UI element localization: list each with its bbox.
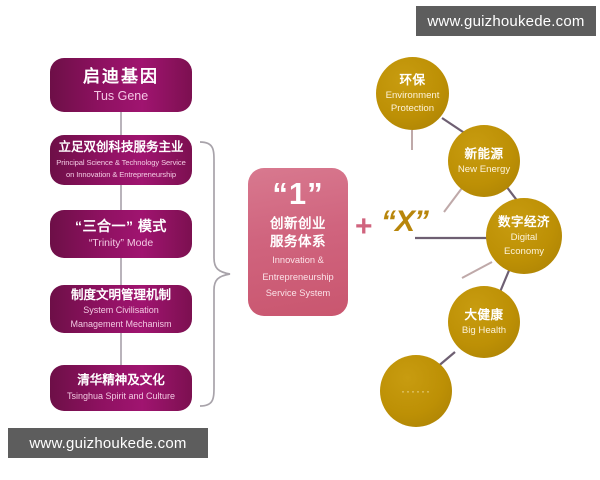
box-tsinghua-spirit-cn: 清华精神及文化 — [77, 373, 165, 388]
box-tus-gene[interactable]: 启迪基因 Tus Gene — [50, 58, 192, 112]
watermark-bottom: www.guizhoukede.com — [8, 428, 208, 458]
circle-environment-protection-cn: 环保 — [399, 72, 426, 87]
connector-box4-box5 — [120, 333, 122, 365]
center-en-line2: Entrepreneurship — [262, 271, 334, 282]
curly-brace — [199, 141, 231, 407]
box-tus-gene-en: Tus Gene — [93, 88, 149, 103]
circle-big-health-cn: 大健康 — [464, 307, 504, 322]
circle-environment-protection-en1: Environment — [385, 89, 440, 101]
center-en-line3: Service System — [265, 288, 331, 299]
box-trinity-mode-cn: “三合一” 模式 — [75, 217, 167, 234]
circle-digital-economy-cn: 数字经济 — [497, 215, 550, 229]
box-principal-service-cn: 立足双创科技服务主业 — [58, 140, 184, 155]
circle-new-energy-cn: 新能源 — [464, 146, 504, 161]
circle-new-energy-en1: New Energy — [457, 163, 511, 175]
watermark-top: www.guizhoukede.com — [416, 6, 596, 36]
box-trinity-mode-en: “Trinity” Mode — [88, 237, 154, 250]
center-cn-line1: 创新创业 — [270, 216, 326, 231]
circle-digital-economy-en2: Economy — [504, 245, 544, 257]
circle-digital-economy[interactable]: 数字经济 Digital Economy — [486, 198, 562, 274]
circle-new-energy[interactable]: 新能源 New Energy — [448, 125, 520, 197]
box-principal-service-en1: Principal Science & Technology Service — [56, 157, 186, 167]
box-system-civilisation-cn: 制度文明管理机制 — [70, 287, 171, 302]
box-trinity-mode[interactable]: “三合一” 模式 “Trinity” Mode — [50, 210, 192, 258]
circle-environment-protection-en2: Protection — [390, 103, 435, 114]
link-digit-health — [498, 267, 512, 293]
link-energy-stub — [443, 187, 463, 213]
circle-digital-economy-en1: Digital — [510, 232, 538, 243]
center-cn-line2: 服务体系 — [270, 233, 326, 249]
box-tsinghua-spirit-en: Tsinghua Spirit and Culture — [66, 390, 176, 401]
circle-more-ellipsis[interactable]: ······ — [380, 355, 452, 427]
center-number-one: “1” — [272, 176, 324, 211]
box-system-civilisation-en2: Management Mechanism — [70, 318, 172, 329]
box-tus-gene-cn: 启迪基因 — [83, 66, 159, 86]
circle-big-health-en1: Big Health — [461, 324, 507, 336]
center-en-line1: Innovation & — [272, 255, 324, 266]
box-principal-service-en2: on Innovation & Entrepreneurship — [66, 169, 176, 179]
box-tsinghua-spirit[interactable]: 清华精神及文化 Tsinghua Spirit and Culture — [50, 365, 192, 411]
connector-box3-box4 — [120, 258, 122, 285]
circle-more-ellipsis-dots: ······ — [401, 384, 431, 398]
x-operator: “X” — [381, 205, 429, 238]
connector-box2-box3 — [120, 185, 122, 210]
link-digit-stub — [461, 261, 493, 279]
circle-big-health[interactable]: 大健康 Big Health — [448, 286, 520, 358]
circle-environment-protection[interactable]: 环保 Environment Protection — [376, 57, 449, 130]
box-system-civilisation-en1: System Civilisation — [83, 305, 159, 316]
plus-operator: + — [355, 210, 373, 243]
box-principal-service[interactable]: 立足双创科技服务主业 Principal Science & Technolog… — [50, 135, 192, 185]
box-system-civilisation[interactable]: 制度文明管理机制 System Civilisation Management … — [50, 285, 192, 333]
connector-box1-box2 — [120, 112, 122, 135]
center-service-system-box[interactable]: “1” 创新创业 服务体系 Innovation & Entrepreneurs… — [248, 168, 348, 316]
